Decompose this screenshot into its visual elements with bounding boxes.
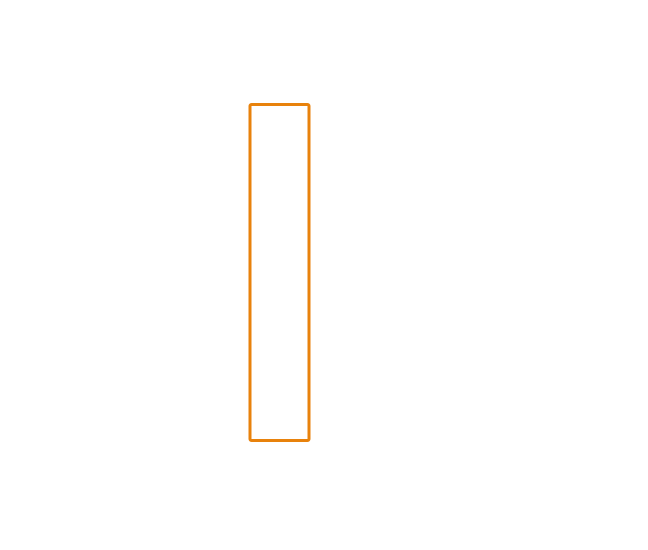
- orange-outlined-rectangle: [248, 103, 311, 442]
